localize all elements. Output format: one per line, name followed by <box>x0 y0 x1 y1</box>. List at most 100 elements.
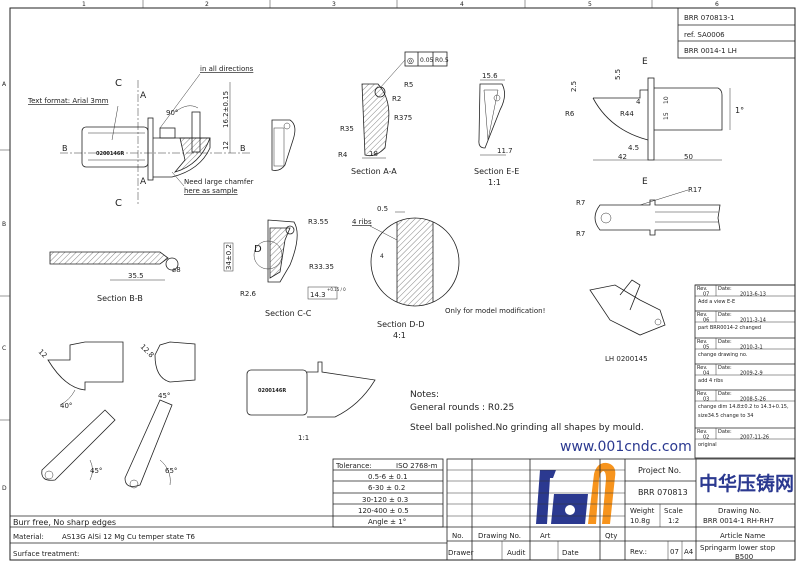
revision-date-label: Date: <box>718 286 732 292</box>
cut-mark-d: D <box>254 244 262 255</box>
cut-mark-b: B <box>62 144 68 153</box>
radius-label: R17 <box>688 186 702 194</box>
revision-description: add 4 ribs <box>698 378 723 384</box>
row-letter: B <box>2 221 6 228</box>
dim-14-3: 14.3 <box>310 291 326 299</box>
view-scale: 1:1 <box>298 434 309 442</box>
revision-label: Rev. <box>697 312 708 318</box>
drawing-no-value: BRR 0014-1 RH-RH7 <box>703 517 774 525</box>
concentricity-symbol: ◎ <box>407 56 414 65</box>
revision-date-label: Date: <box>718 429 732 435</box>
revision-label: Rev. <box>697 391 708 397</box>
qty-header: Qty <box>605 532 617 540</box>
revision-description: Add a view E-E <box>698 299 735 305</box>
radius-label: R7 <box>576 199 585 207</box>
column-number: 1 <box>82 1 86 8</box>
radius-label: R33.35 <box>309 263 334 271</box>
dim-4: 4 <box>380 253 384 260</box>
revision-description: part BRR0014-2 changed <box>698 325 761 331</box>
angle-dim: 90° <box>166 109 178 117</box>
angle-dim: 12 <box>37 348 49 360</box>
watermark-cn: 中华压铸网 <box>699 472 794 495</box>
ref-line: BRR 0014-1 LH <box>684 47 737 55</box>
radius-label: R44 <box>620 110 634 118</box>
diameter-label: ⌀8 <box>172 266 181 274</box>
row-letter: A <box>2 81 7 88</box>
revision-number: 06 <box>703 318 709 324</box>
radius-label: R2 <box>392 95 401 103</box>
dim: 50 <box>684 153 693 161</box>
dim-0-5: 0.5 <box>377 205 388 213</box>
title-block: No. Drawing No. Art Qty Drawer Audit Dat… <box>446 458 796 561</box>
revision-description: size34.5 change to 34 <box>698 413 753 419</box>
radius-label: R5 <box>404 81 413 89</box>
weight-label: Weight <box>630 507 655 515</box>
scale-label: Scale <box>664 507 683 515</box>
cut-mark-c: C <box>115 78 122 89</box>
note-rounds: General rounds : R0.25 <box>410 403 514 413</box>
revision-number: 03 <box>703 397 709 403</box>
notes: Notes: General rounds : R0.25 Steel ball… <box>410 390 644 433</box>
art-header: Art <box>540 532 551 540</box>
drawing-no-label: Drawing No. <box>718 507 761 515</box>
section-title: Section A-A <box>351 167 397 176</box>
text-format-note: Text format: Arial 3mm <box>27 97 109 105</box>
tolerance-row: 120-400 ± 0.5 <box>358 507 409 515</box>
revision-date-label: Date: <box>718 365 732 371</box>
angle-dim: 65° <box>165 467 177 475</box>
radius-label: R375 <box>394 114 412 122</box>
revision-date: 2007-11-26 <box>740 435 769 441</box>
dim-12: 12 <box>222 141 230 150</box>
dim: 15 <box>663 112 670 120</box>
cut-mark-c: C <box>115 198 122 209</box>
height-dim: 16.2±0.15 <box>222 91 230 128</box>
ribs-note: 4 ribs <box>352 218 372 226</box>
section-title: Section D-D <box>377 320 424 329</box>
radius-label: R7 <box>576 230 585 238</box>
section-scale: 1:1 <box>488 178 501 187</box>
scale-value: 1:2 <box>668 517 679 525</box>
column-number: 5 <box>588 1 592 8</box>
bottom-view: R17 R7 R7 <box>576 186 721 238</box>
column-number: 6 <box>715 1 719 8</box>
watermark-url: www.001cndc.com <box>560 439 692 455</box>
dim-35-5: 35.5 <box>128 272 144 280</box>
material-value: AS13G AlSi 12 Mg Cu temper state T6 <box>62 533 195 541</box>
radius-label: R6 <box>565 110 575 118</box>
iso-view-label: LH 0200145 <box>605 355 648 363</box>
main-view: 0200146R Text format: Arial 3mm in all d… <box>27 65 296 209</box>
tolerance-standard: ISO 2768-m <box>396 462 438 470</box>
section-c-c: D R3.55 R33.35 R2.6 34±0.2 14.3 +0.15 / … <box>223 218 346 318</box>
ref-line: ref. SA0006 <box>684 31 725 39</box>
row-letter: D <box>2 485 7 492</box>
drawer-label: Drawer <box>448 549 474 557</box>
radius-label: R35 <box>340 125 354 133</box>
angle-dim: 40° <box>60 402 72 410</box>
surface-treatment-label: Surface treatment: <box>13 550 79 558</box>
section-b-b: ⌀8 35.5 Section B-B <box>49 251 181 303</box>
part-mark: 0200146R <box>258 388 286 394</box>
bottom-info: Burr free, No sharp edges Material: AS13… <box>10 515 447 558</box>
cut-mark-b: B <box>240 144 246 153</box>
section-scale: 4:1 <box>393 331 406 340</box>
revision-description: original <box>698 442 717 448</box>
dim: 42 <box>618 153 627 161</box>
revision-date-label: Date: <box>718 339 732 345</box>
column-number: 4 <box>460 1 464 8</box>
dim: 4 <box>636 98 641 106</box>
section-a-a: ◎ 0.05 R0.5 R5 R2 R375 R35 R4 18 Section… <box>338 51 449 176</box>
dim-18: 18 <box>369 150 378 158</box>
tolerance-row: 6-30 ± 0.2 <box>368 484 405 492</box>
project-no-label: Project No. <box>638 466 681 475</box>
tolerance-row: 0.5-6 ± 0.1 <box>368 473 408 481</box>
all-directions-note: in all directions <box>200 65 254 73</box>
revision-label: Rev. <box>697 286 708 292</box>
material-label: Material: <box>13 533 44 541</box>
revision-date: 2009-2-9 <box>740 371 763 377</box>
dim: 4.5 <box>628 144 639 152</box>
dim: 1° <box>735 106 744 115</box>
tolerance-radius: R0.5 <box>435 57 449 64</box>
ref-line: BRR 070813-1 <box>684 14 734 22</box>
watermark-logo <box>536 462 616 524</box>
